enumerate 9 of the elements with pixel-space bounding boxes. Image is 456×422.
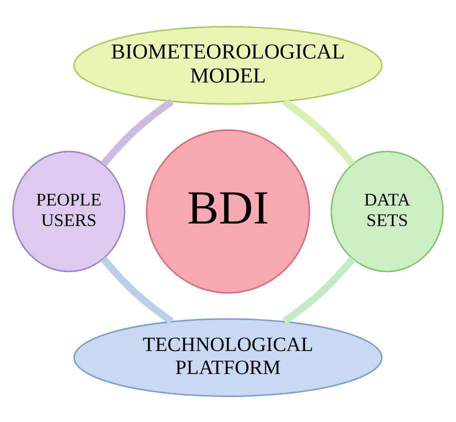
connector [100, 256, 174, 324]
node-circle: DATA SETS [330, 150, 444, 272]
node-ellipse: BIOMETEOROLOGICAL MODEL [73, 26, 383, 104]
node-circle: BDI [146, 128, 310, 294]
connector [282, 256, 356, 324]
node-circle: PEOPLE USERS [12, 150, 126, 272]
connector [100, 98, 174, 166]
node-ellipse: TECHNOLOGICAL PLATFORM [73, 318, 383, 396]
connector [282, 98, 356, 166]
